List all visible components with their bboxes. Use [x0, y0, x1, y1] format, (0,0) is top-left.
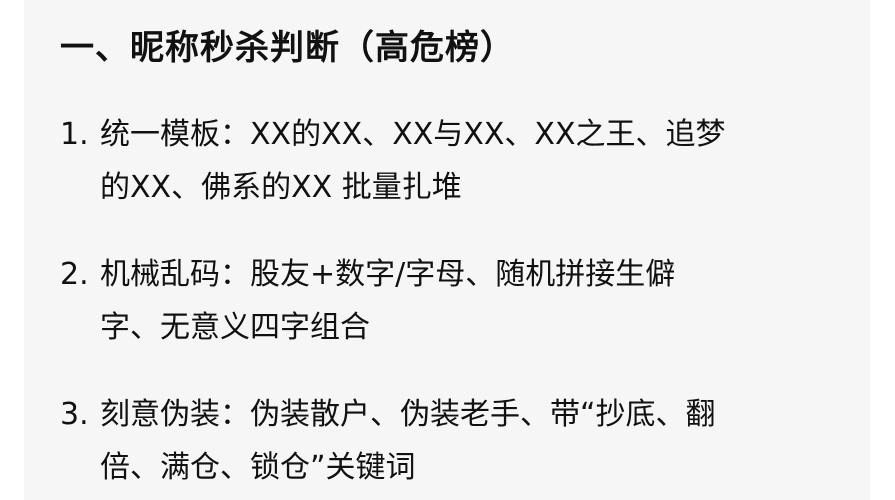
item-number: 1.	[60, 117, 89, 152]
item-number: 2.	[60, 257, 89, 292]
item-text: 机械乱码：股友+数字/字母、随机拼接生僻	[100, 257, 676, 292]
section-heading: 一、昵称秒杀判断（高危榜）	[60, 28, 515, 68]
list-item: 3. 刻意伪装：伪装散户、伪装老手、带“抄底、翻 倍、满仓、锁仓”关键词	[60, 388, 716, 494]
item-text-continued: 的XX、佛系的XX 批量扎堆	[100, 170, 462, 205]
item-number: 3.	[60, 397, 89, 432]
item-text: 统一模板：XX的XX、XX与XX、XX之王、追梦	[100, 117, 726, 152]
content-panel	[24, 0, 870, 500]
list-item: 2. 机械乱码：股友+数字/字母、随机拼接生僻 字、无意义四字组合	[60, 248, 675, 354]
item-text-continued: 字、无意义四字组合	[100, 310, 370, 345]
list-item: 1. 统一模板：XX的XX、XX与XX、XX之王、追梦 的XX、佛系的XX 批量扎…	[60, 108, 726, 214]
item-text-continued: 倍、满仓、锁仓”关键词	[100, 450, 416, 485]
item-text: 刻意伪装：伪装散户、伪装老手、带“抄底、翻	[100, 397, 716, 432]
